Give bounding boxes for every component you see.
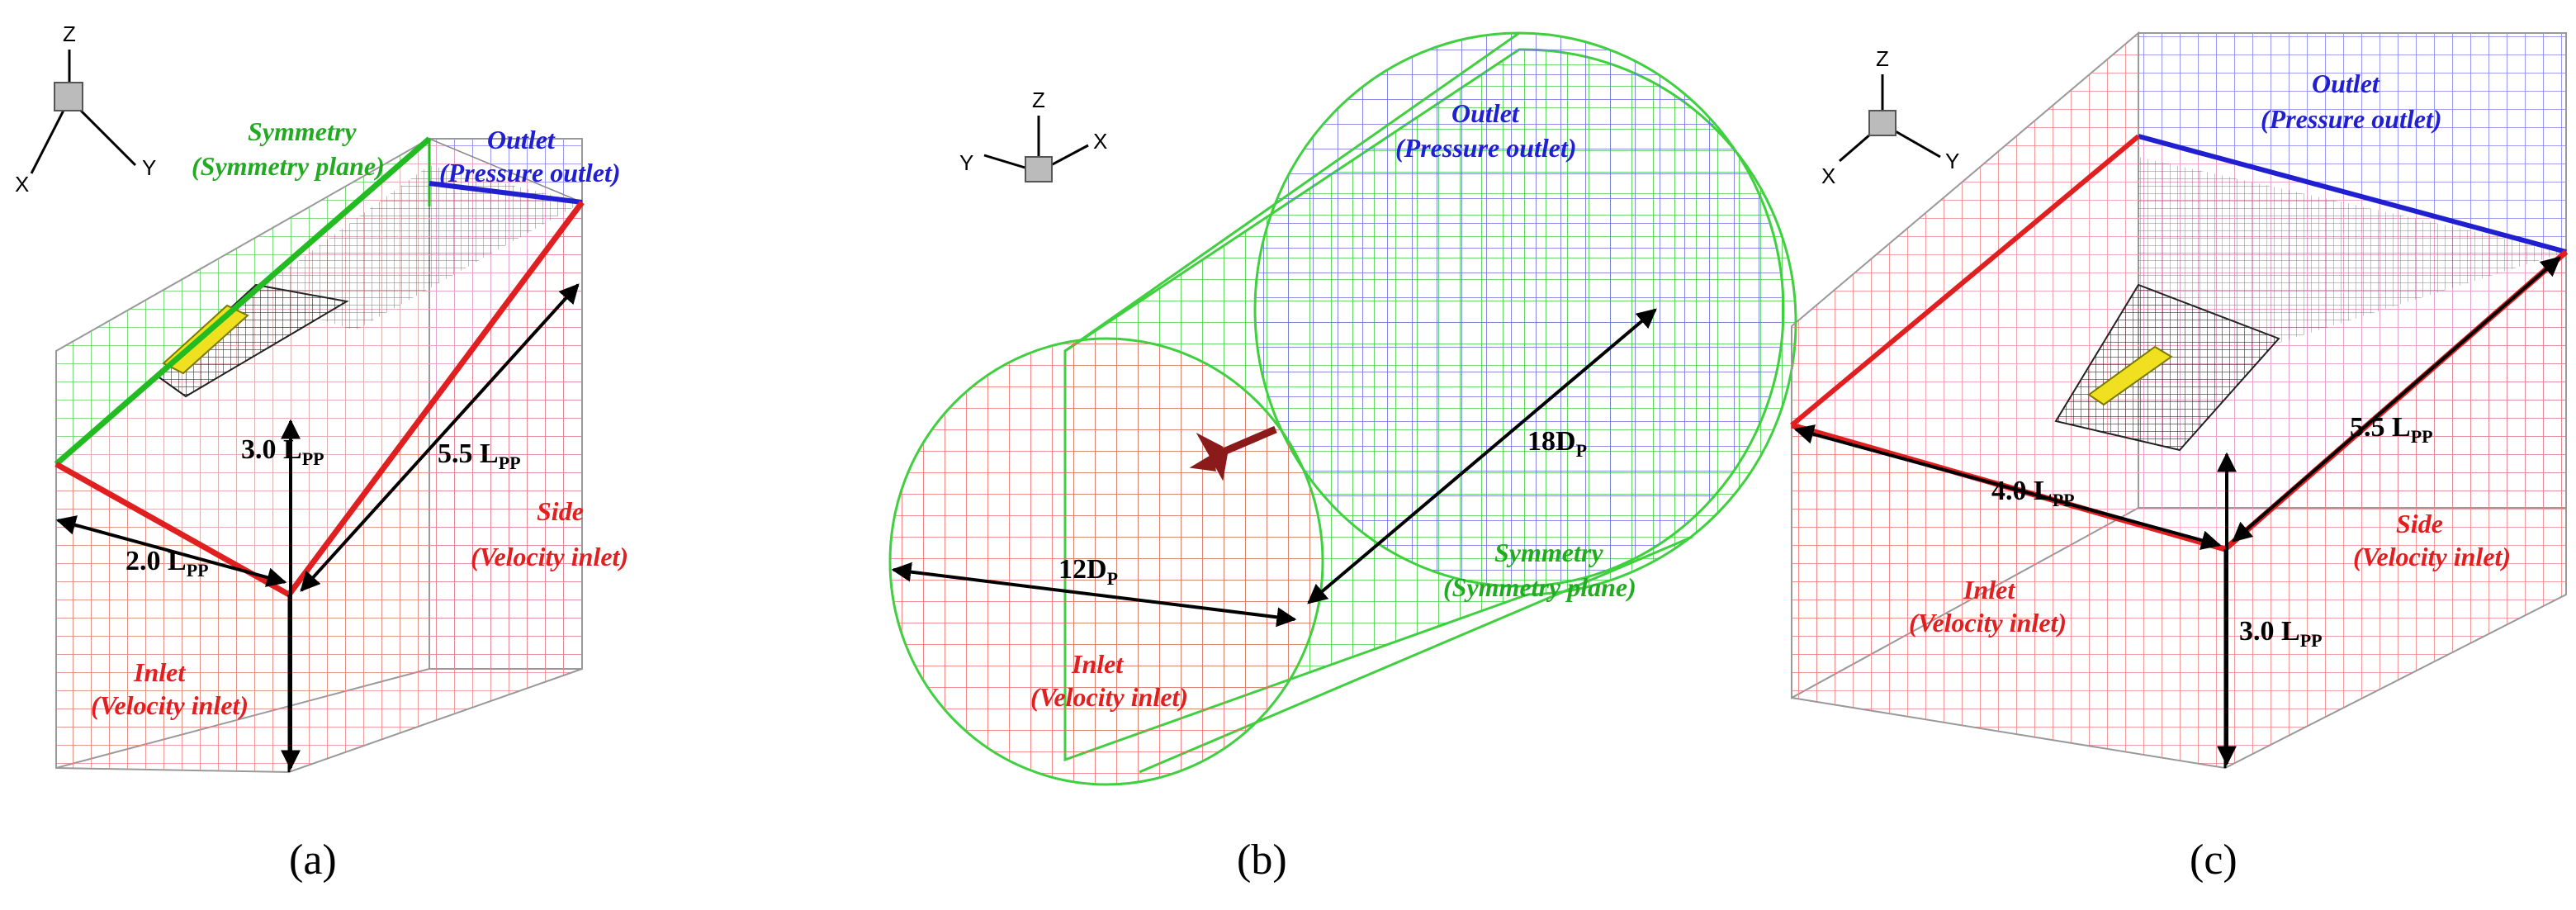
inlet-title-b: Inlet	[1071, 649, 1124, 679]
dim-length-b: 18DP	[1527, 426, 1587, 461]
outlet-title-a: Outlet	[487, 125, 556, 154]
caption-a: (a)	[289, 837, 337, 884]
symmetry-sub-a: (Symmetry plane)	[192, 151, 385, 181]
axis-label-x: X	[1821, 164, 1835, 188]
axis-label-y: Y	[1945, 149, 1959, 173]
outlet-sub-b: (Pressure outlet)	[1395, 133, 1577, 163]
axis-label-y: Y	[142, 155, 156, 180]
side-sub-c: (Velocity inlet)	[2353, 542, 2511, 571]
symmetry-sub-b: (Symmetry plane)	[1443, 572, 1636, 602]
side-title-a: Side	[537, 496, 584, 526]
dim-height-c: 3.0 LPP	[2239, 616, 2323, 651]
inlet-sub-a: (Velocity inlet)	[91, 690, 249, 720]
axis-label-x: X	[1093, 129, 1107, 154]
outlet-title-b: Outlet	[1451, 98, 1520, 128]
panel-b: Z X Y Outlet (Pressure outlet) Symmetry …	[888, 31, 1797, 884]
side-title-c: Side	[2396, 509, 2443, 538]
caption-b: (b)	[1237, 837, 1287, 884]
axis-label-z: Z	[63, 21, 76, 46]
dim-arrow-width-a	[55, 515, 287, 587]
outlet-sub-c: (Pressure outlet)	[2261, 104, 2442, 134]
axis-label-y: Y	[959, 150, 973, 175]
panel-c: Z Y X Outlet (Pressure outlet) Side (Vel…	[1790, 31, 2569, 884]
side-sub-a: (Velocity inlet)	[471, 542, 628, 571]
dim-diameter-b: 12DP	[1058, 554, 1118, 589]
dim-width-a: 2.0 LPP	[125, 546, 209, 581]
axis-triad-a: Z Y X	[15, 21, 156, 197]
inlet-sub-c: (Velocity inlet)	[1909, 608, 2067, 637]
dim-arrow-width-c	[1793, 424, 2222, 550]
ship-hull-c	[2087, 345, 2173, 406]
dim-arrow-diameter-b	[891, 562, 1297, 628]
symmetry-title-b: Symmetry	[1494, 538, 1603, 567]
axis-label-x: X	[15, 172, 29, 197]
caption-c: (c)	[2190, 837, 2237, 884]
symmetry-title-a: Symmetry	[248, 116, 357, 146]
propeller-b	[1189, 425, 1277, 481]
inlet-sub-b: (Velocity inlet)	[1030, 682, 1188, 712]
dim-height-a: 3.0 LPP	[241, 434, 324, 469]
dim-arrow-length-c	[2232, 256, 2561, 543]
outlet-face-b	[1253, 31, 1785, 588]
ship-hull-a	[162, 304, 249, 375]
axis-label-z: Z	[1032, 88, 1045, 112]
dim-width-c: 4.0 LPP	[1991, 476, 2075, 510]
panel-a: Z Y X Symmetry (Symmetry plane) Outlet	[15, 21, 628, 884]
outlet-title-c: Outlet	[2312, 69, 2380, 98]
inlet-title-c: Inlet	[1963, 575, 2015, 604]
axis-triad-b: Z X Y	[959, 88, 1107, 182]
dim-arrow-length-b	[1307, 308, 1657, 604]
outlet-sub-a: (Pressure outlet)	[439, 158, 621, 187]
dim-length-a: 5.5 LPP	[438, 438, 521, 473]
axis-label-z: Z	[1876, 46, 1889, 71]
dim-arrow-length-a	[300, 283, 580, 592]
inlet-title-a: Inlet	[133, 657, 186, 687]
axis-triad-c: Z Y X	[1821, 46, 1959, 188]
dim-length-c: 5.5 LPP	[2350, 412, 2433, 447]
